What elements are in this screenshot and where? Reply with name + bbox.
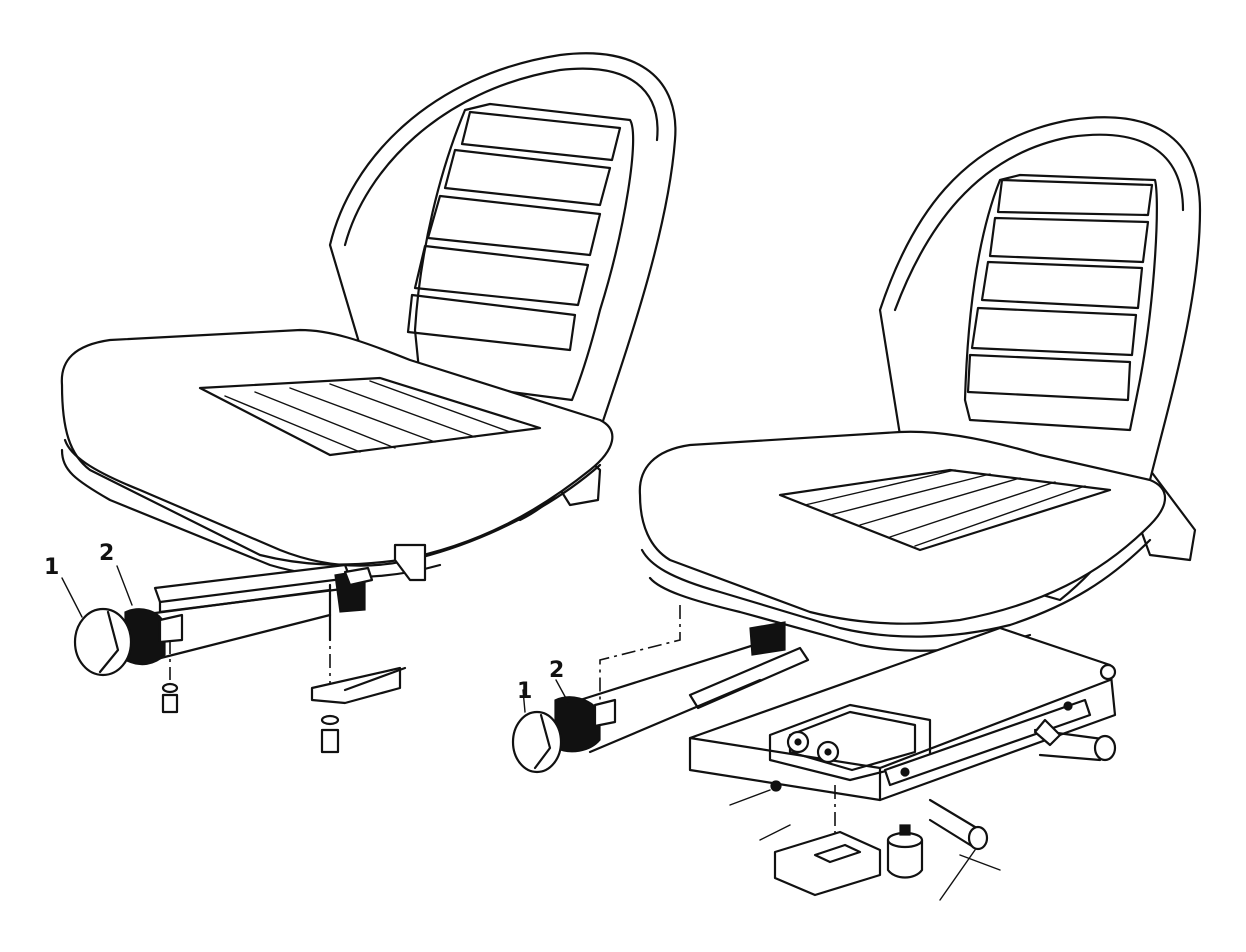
right-alignment-line <box>599 605 681 700</box>
left-seat-assembly <box>60 52 677 754</box>
left-front-bolt <box>161 693 179 714</box>
right-latch-slot <box>813 843 862 864</box>
right-base-front-hole <box>770 780 782 792</box>
callout-right-2: 2 <box>549 658 565 683</box>
right-rail-bolt-b <box>1063 701 1073 711</box>
right-seat-ribs <box>778 468 1112 552</box>
left-rear-washer <box>320 714 340 726</box>
left-leader-2 <box>116 565 133 606</box>
right-adjust-knob <box>511 710 563 774</box>
right-leader-1 <box>522 689 526 713</box>
left-front-clamp <box>158 613 184 644</box>
left-knob-facet <box>98 610 120 674</box>
callout-right-1: 1 <box>517 679 533 704</box>
right-mount-hole-b-center <box>824 748 832 756</box>
left-cushion-lower-edge <box>63 438 602 567</box>
right-seat-back-rim <box>893 133 1185 312</box>
right-backrest-ribs <box>966 178 1154 402</box>
left-front-washer <box>161 682 179 694</box>
right-bumper-stud <box>899 824 911 836</box>
left-adjust-knob <box>73 607 133 677</box>
right-frame-tube-lower-end <box>967 825 989 851</box>
right-rear-pin <box>1099 663 1117 681</box>
right-front-clamp <box>593 698 617 728</box>
left-seat-ribs <box>198 376 542 457</box>
right-base-lines <box>729 789 791 841</box>
left-spring-coil <box>124 608 166 666</box>
left-seat-back-rim <box>343 67 659 247</box>
left-lower-bracket-edge <box>343 666 407 692</box>
left-rear-bolt <box>320 728 340 754</box>
left-slide-tube <box>138 588 332 664</box>
right-latch-bracket <box>773 830 882 897</box>
right-spring-coil <box>554 696 601 753</box>
right-leader-2 <box>555 679 569 703</box>
right-base-cutout-inner <box>788 710 917 772</box>
left-backrest-ribs <box>406 110 622 352</box>
right-mount-hole-a-center <box>794 738 802 746</box>
right-arm-pivot <box>1033 718 1062 747</box>
right-knob-facet <box>533 713 552 770</box>
right-backrest-pad <box>963 173 1158 432</box>
right-slide-tube <box>578 638 772 754</box>
left-rear-clamp <box>343 566 374 587</box>
left-slide-rail-top <box>153 563 352 604</box>
right-seat-assembly <box>511 116 1202 901</box>
right-base-side-rail <box>883 698 1092 787</box>
right-frame-tube-lower <box>928 798 982 850</box>
left-backrest-pad <box>413 102 635 402</box>
right-frame-diagonal <box>939 849 1001 901</box>
callout-left-2: 2 <box>99 541 115 566</box>
left-leader-1 <box>61 577 83 618</box>
left-cushion-base <box>60 448 442 579</box>
right-rear-spring <box>749 621 786 656</box>
right-slide-rail-top <box>688 646 810 710</box>
right-rail-bolt-a <box>900 767 910 777</box>
left-rear-bracket <box>393 543 427 582</box>
right-frame-tube-end <box>1093 734 1117 762</box>
callout-left-1: 1 <box>44 555 60 580</box>
right-cushion-lower-edge <box>640 538 1152 638</box>
right-rubber-bumper <box>886 838 924 879</box>
